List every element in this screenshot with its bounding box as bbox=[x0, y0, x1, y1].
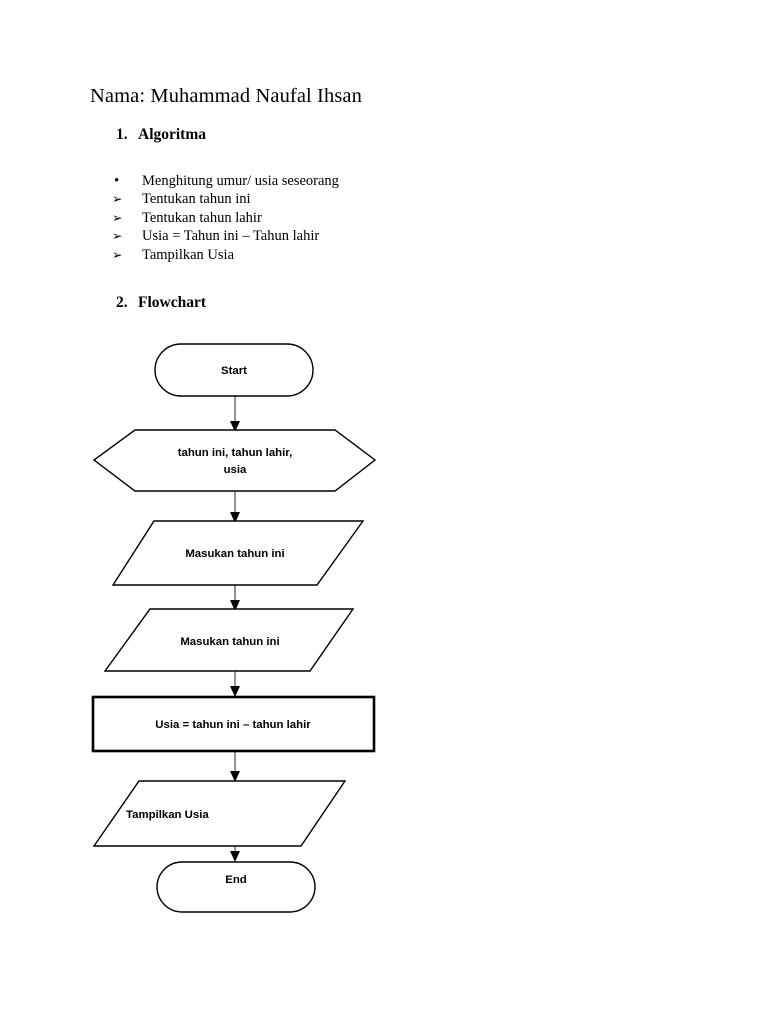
connector-process-to-output bbox=[230, 751, 240, 782]
flow-node-input-tahun-ini[interactable]: Masukan tahun ini bbox=[111, 520, 365, 586]
list-item: ➢ Tentukan tahun ini bbox=[108, 190, 528, 208]
flow-node-start[interactable]: Start bbox=[154, 343, 314, 397]
list-item-label: Tentukan tahun lahir bbox=[142, 209, 262, 226]
list-item-label: Tentukan tahun ini bbox=[142, 191, 251, 208]
connector-input1-to-input2 bbox=[230, 585, 240, 611]
section-title: Flowchart bbox=[138, 294, 207, 311]
bullet-arrow-icon: ➢ bbox=[112, 191, 123, 207]
flow-node-start-label: Start bbox=[221, 365, 247, 377]
flow-node-declare-label-line1: tahun ini, tahun lahir, bbox=[178, 447, 293, 459]
list-item: ➢ Tampilkan Usia bbox=[108, 246, 528, 264]
section-title: Algoritma bbox=[138, 126, 207, 143]
list-item: ➢ Tentukan tahun lahir bbox=[108, 209, 528, 227]
bullet-dot-icon: • bbox=[114, 173, 120, 189]
bullet-arrow-icon: ➢ bbox=[112, 246, 123, 262]
bullet-arrow-icon: ➢ bbox=[112, 228, 123, 244]
section-number: 2. bbox=[116, 294, 128, 311]
algorithm-list: • Menghitung umur/ usia seseorang ➢ Tent… bbox=[108, 172, 528, 264]
list-item-label: Menghitung umur/ usia seseorang bbox=[142, 173, 339, 189]
flow-node-end[interactable]: End bbox=[156, 861, 316, 913]
list-item-label: Usia = Tahun ini – Tahun lahir bbox=[142, 228, 320, 245]
flow-node-declare[interactable]: tahun ini, tahun lahir, usia bbox=[92, 429, 377, 492]
flow-node-process[interactable]: Usia = tahun ini – tahun lahir bbox=[91, 695, 376, 753]
connector-output-to-end bbox=[230, 846, 240, 862]
section-heading-algoritma: 1. Algoritma bbox=[116, 126, 206, 144]
section-heading-flowchart: 2. Flowchart bbox=[116, 294, 206, 312]
connector-declare-to-input1 bbox=[230, 491, 240, 523]
flow-node-input-tahun-lahir[interactable]: Masukan tahun ini bbox=[103, 608, 355, 672]
flow-node-output[interactable]: Tampilkan Usia bbox=[92, 780, 347, 847]
page-title: Nama: Muhammad Naufal Ihsan bbox=[90, 85, 362, 107]
bullet-arrow-icon: ➢ bbox=[112, 209, 123, 225]
flow-node-end-label: End bbox=[225, 874, 247, 886]
flow-node-input2-label: Masukan tahun ini bbox=[180, 636, 279, 648]
flow-node-input1-label: Masukan tahun ini bbox=[185, 548, 284, 560]
list-item: • Menghitung umur/ usia seseorang bbox=[108, 172, 528, 190]
section-number: 1. bbox=[116, 126, 128, 143]
flow-node-declare-label-line2: usia bbox=[224, 464, 247, 476]
flow-node-process-label: Usia = tahun ini – tahun lahir bbox=[155, 719, 311, 731]
flow-node-output-label: Tampilkan Usia bbox=[126, 809, 209, 821]
list-item: ➢ Usia = Tahun ini – Tahun lahir bbox=[108, 227, 528, 245]
connector-start-to-declare bbox=[230, 396, 240, 432]
connector-input2-to-process bbox=[230, 671, 240, 697]
list-item-label: Tampilkan Usia bbox=[142, 246, 235, 263]
